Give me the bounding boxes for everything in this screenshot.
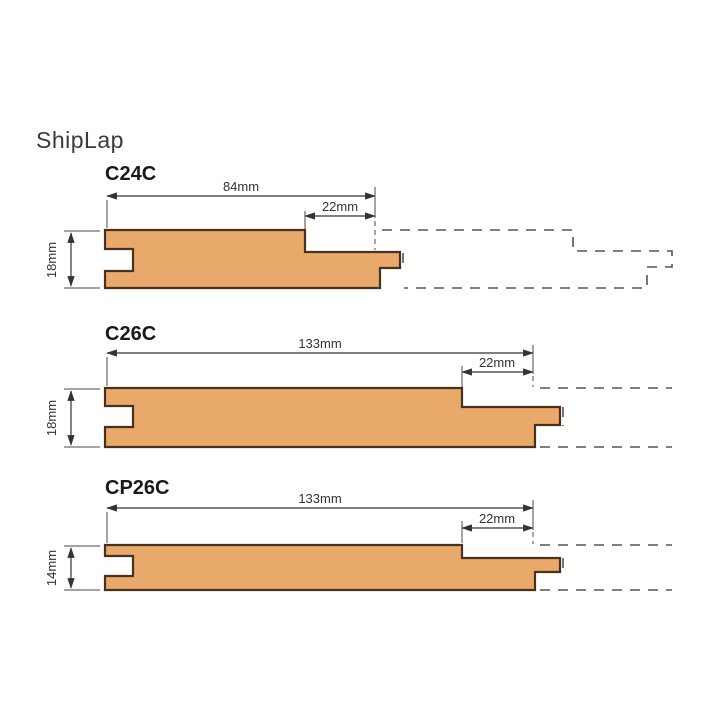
dimension-value: 133mm [298, 336, 341, 351]
dimension-thickness: 18mm [44, 230, 100, 289]
profile-name-label: C24C [105, 163, 156, 185]
board-cross-section [103, 228, 402, 290]
dimension-lap: 22mm [461, 511, 534, 532]
dimension-value: 84mm [223, 179, 259, 194]
board-cross-section [103, 543, 562, 592]
dimension-value: 133mm [298, 491, 341, 506]
dimension-value: 22mm [322, 199, 358, 214]
dimension-value: 18mm [44, 242, 59, 278]
profile-section-c24c: C24C 84mm 22mm 18mm [44, 163, 673, 290]
adjacent-board-outline [382, 229, 673, 289]
dimension-width: 133mm [106, 491, 534, 512]
dimension-width: 133mm [106, 336, 534, 357]
dimension-width: 84mm [106, 179, 376, 200]
profile-name-label: C26C [105, 323, 156, 345]
dimension-value: 14mm [44, 550, 59, 586]
dimension-value: 22mm [479, 355, 515, 370]
profile-section-cp26c: CP26C 133mm 22mm 14mm [44, 477, 672, 592]
dimension-lap: 22mm [304, 199, 376, 220]
dimension-thickness: 14mm [44, 545, 100, 591]
diagram-title: ShipLap [36, 127, 124, 153]
dimension-lap: 22mm [461, 355, 534, 376]
profile-name-label: CP26C [105, 477, 169, 499]
dimension-value: 22mm [479, 511, 515, 526]
profile-section-c26c: C26C 133mm 22mm 18mm [44, 323, 672, 449]
board-cross-section [103, 386, 562, 449]
dimension-value: 18mm [44, 400, 59, 436]
dimension-thickness: 18mm [44, 388, 100, 448]
